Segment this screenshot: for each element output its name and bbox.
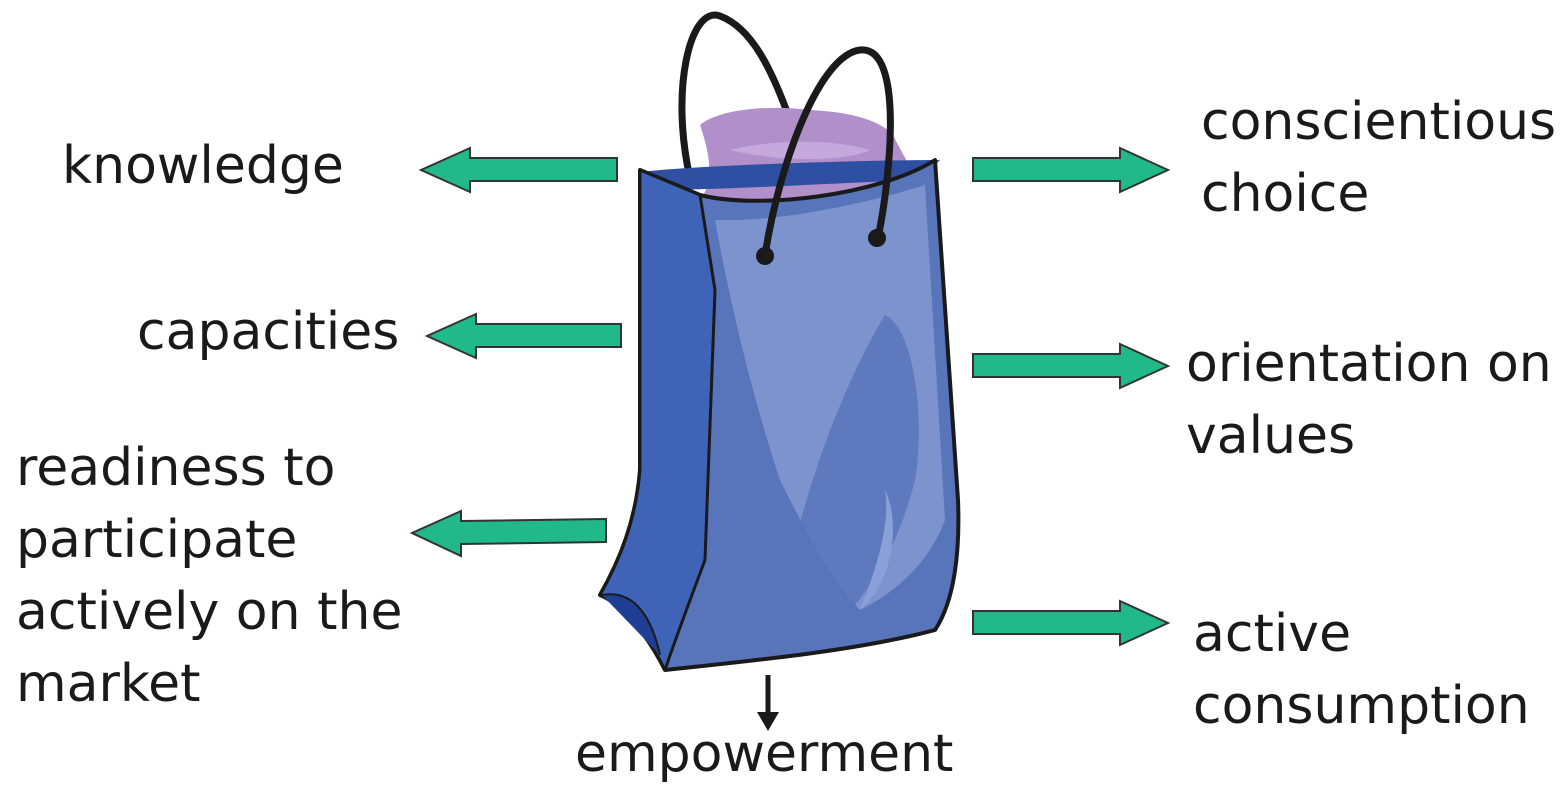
label-line: participate (16, 504, 402, 576)
label-orientation-on-values: orientation on values (1186, 328, 1552, 472)
label-line: market (16, 648, 402, 720)
label-readiness: readiness to participate actively on the… (16, 432, 402, 720)
shopping-bag-icon (600, 15, 958, 670)
label-line: active (1193, 598, 1530, 670)
arrow-left-knowledge (421, 148, 617, 192)
arrow-right-conscientious (973, 148, 1168, 192)
label-line: readiness to (16, 432, 402, 504)
label-line: conscientious (1201, 86, 1556, 158)
label-line: capacities (137, 296, 399, 368)
arrow-right-active (973, 601, 1168, 645)
label-line: actively on the (16, 576, 402, 648)
label-active-consumption: active consumption (1193, 598, 1530, 742)
label-line: orientation on (1186, 328, 1552, 400)
label-line: consumption (1193, 670, 1530, 742)
label-line: values (1186, 400, 1552, 472)
arrow-right-orientation (973, 344, 1168, 388)
label-conscientious-choice: conscientious choice (1201, 86, 1556, 230)
label-line: choice (1201, 158, 1556, 230)
arrow-left-capacities (427, 314, 621, 358)
label-capacities: capacities (137, 296, 399, 368)
arrow-left-readiness (412, 511, 606, 556)
label-line: knowledge (62, 130, 344, 202)
label-empowerment: empowerment (575, 718, 953, 790)
label-knowledge: knowledge (62, 130, 344, 202)
label-line: empowerment (575, 718, 953, 790)
